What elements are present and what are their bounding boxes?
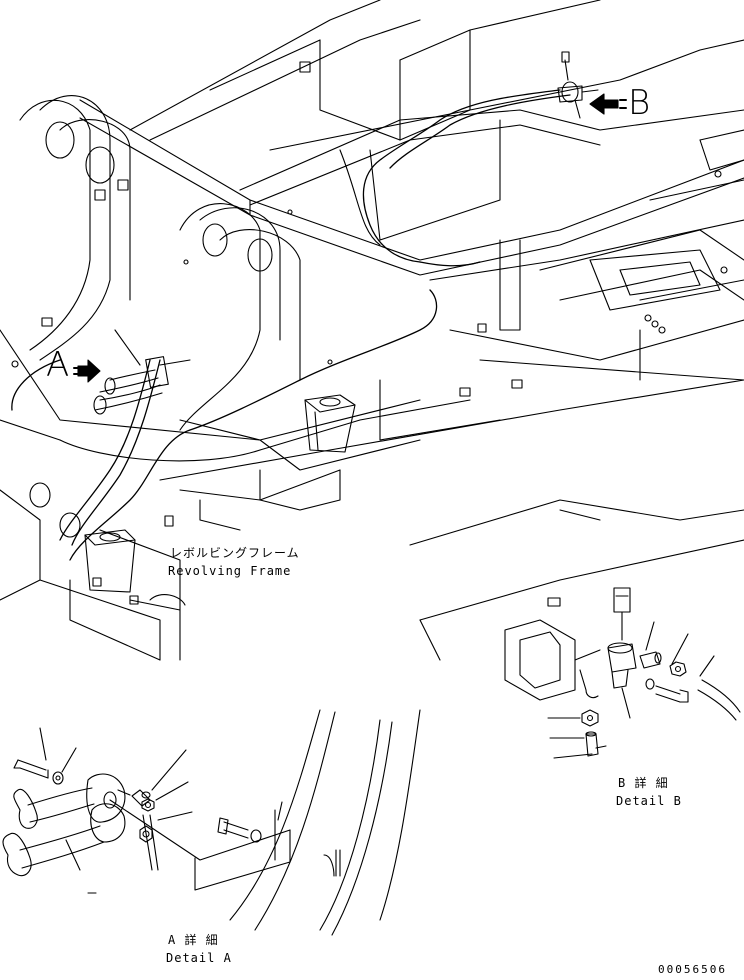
detail-b-drawing xyxy=(504,587,741,759)
horn-main-view xyxy=(93,329,191,415)
detail-b-label-jp: B 詳 細 xyxy=(618,776,669,790)
view-marker-a: A xyxy=(46,345,70,385)
revolving-frame-label-jp: レボルビングフレーム xyxy=(170,546,300,560)
detail-b-label-en: Detail B xyxy=(616,794,682,808)
detail-a-drawing xyxy=(2,709,421,936)
counterweight-support xyxy=(84,394,356,593)
detail-a-label-jp: A 詳 細 xyxy=(168,933,219,947)
horn-valve-main-view xyxy=(557,51,599,119)
revolving-frame-label-en: Revolving Frame xyxy=(168,564,292,578)
harness-wire xyxy=(11,89,571,561)
view-arrow-a xyxy=(73,359,101,383)
view-marker-b: B xyxy=(628,83,651,123)
revolving-frame xyxy=(0,0,744,661)
frame-fasteners xyxy=(11,61,728,605)
document-number: 00056506 xyxy=(658,963,727,976)
view-arrow-b xyxy=(589,93,627,115)
detail-a-label-en: Detail A xyxy=(166,951,232,965)
